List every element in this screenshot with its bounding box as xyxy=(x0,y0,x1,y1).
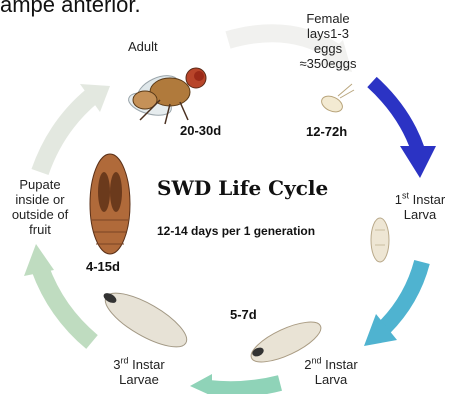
larva-1st-instar-line-1: 1st Instar xyxy=(392,193,448,208)
adult-fly-illustration xyxy=(126,68,206,124)
arrow-larva2-to-larva3-head xyxy=(190,374,212,394)
egg-label-line-3: eggs xyxy=(290,42,366,57)
larva-3rd-instar-ordinal: rd xyxy=(121,356,129,366)
egg-label-line-2: lays1-3 xyxy=(290,27,366,42)
pupa-label-line-1: Pupate xyxy=(4,178,76,193)
diagram-title: SWD Life Cycle xyxy=(157,177,328,200)
larva-2nd-instar-number: 2 xyxy=(304,357,311,372)
egg-stage-label: Female lays1-3 eggs ≈350eggs xyxy=(290,12,366,72)
arrow-larva1-to-larva2 xyxy=(384,262,422,328)
arrow-larva3-to-pupa xyxy=(40,268,92,342)
larva-3rd-instar-number: 3 xyxy=(113,357,120,372)
adult-stage-duration: 20-30d xyxy=(180,124,221,139)
larva-2nd-instar-line-1: 2nd Instar xyxy=(296,358,366,373)
adult-stage-label: Adult xyxy=(128,40,158,55)
pupa-stage-duration: 4-15d xyxy=(86,260,120,275)
larva-1st-instar-ordinal: st xyxy=(402,191,409,201)
larva-2nd-instar-word: Instar xyxy=(325,357,358,372)
pupa-stage-label: Pupate inside or outside of fruit xyxy=(4,178,76,238)
pupa-label-line-2: inside or xyxy=(4,193,76,208)
larva-3rd-instar-line-1: 3rd Instar xyxy=(104,358,174,373)
larva-1st-instar-illustration xyxy=(371,218,389,262)
arrow-egg-to-larva1-head xyxy=(400,146,436,178)
larva-3rd-instar-label: 3rd Instar Larvae xyxy=(104,358,174,388)
pupa-illustration xyxy=(90,154,130,254)
diagram-subtitle: 12-14 days per 1 generation xyxy=(157,225,315,239)
larva-1st-instar-label: 1st Instar Larva xyxy=(392,193,448,223)
larva-1st-instar-number: 1 xyxy=(395,192,402,207)
pupa-label-line-3: outside of xyxy=(4,208,76,223)
pupa-label-line-4: fruit xyxy=(4,223,76,238)
larva-2nd-instar-ordinal: nd xyxy=(312,356,322,366)
larva-3rd-instar-line-2: Larvae xyxy=(104,373,174,388)
arrow-pupa-to-adult xyxy=(40,96,92,172)
larva-2nd-instar-duration: 5-7d xyxy=(230,308,257,323)
larva-1st-instar-word: Instar xyxy=(413,192,446,207)
larva-2nd-instar-line-2: Larva xyxy=(296,373,366,388)
larva-3rd-instar-illustration xyxy=(98,283,194,357)
egg-illustration xyxy=(319,84,354,115)
larva-3rd-instar-word: Instar xyxy=(132,357,165,372)
egg-label-line-4: ≈350eggs xyxy=(290,57,366,72)
larva-1st-instar-line-2: Larva xyxy=(392,208,448,223)
larva-2nd-instar-label: 2nd Instar Larva xyxy=(296,358,366,388)
arrow-egg-to-larva1 xyxy=(372,82,418,150)
arrow-larva2-to-larva3 xyxy=(208,383,280,389)
egg-stage-duration: 12-72h xyxy=(306,125,347,140)
egg-label-line-1: Female xyxy=(290,12,366,27)
